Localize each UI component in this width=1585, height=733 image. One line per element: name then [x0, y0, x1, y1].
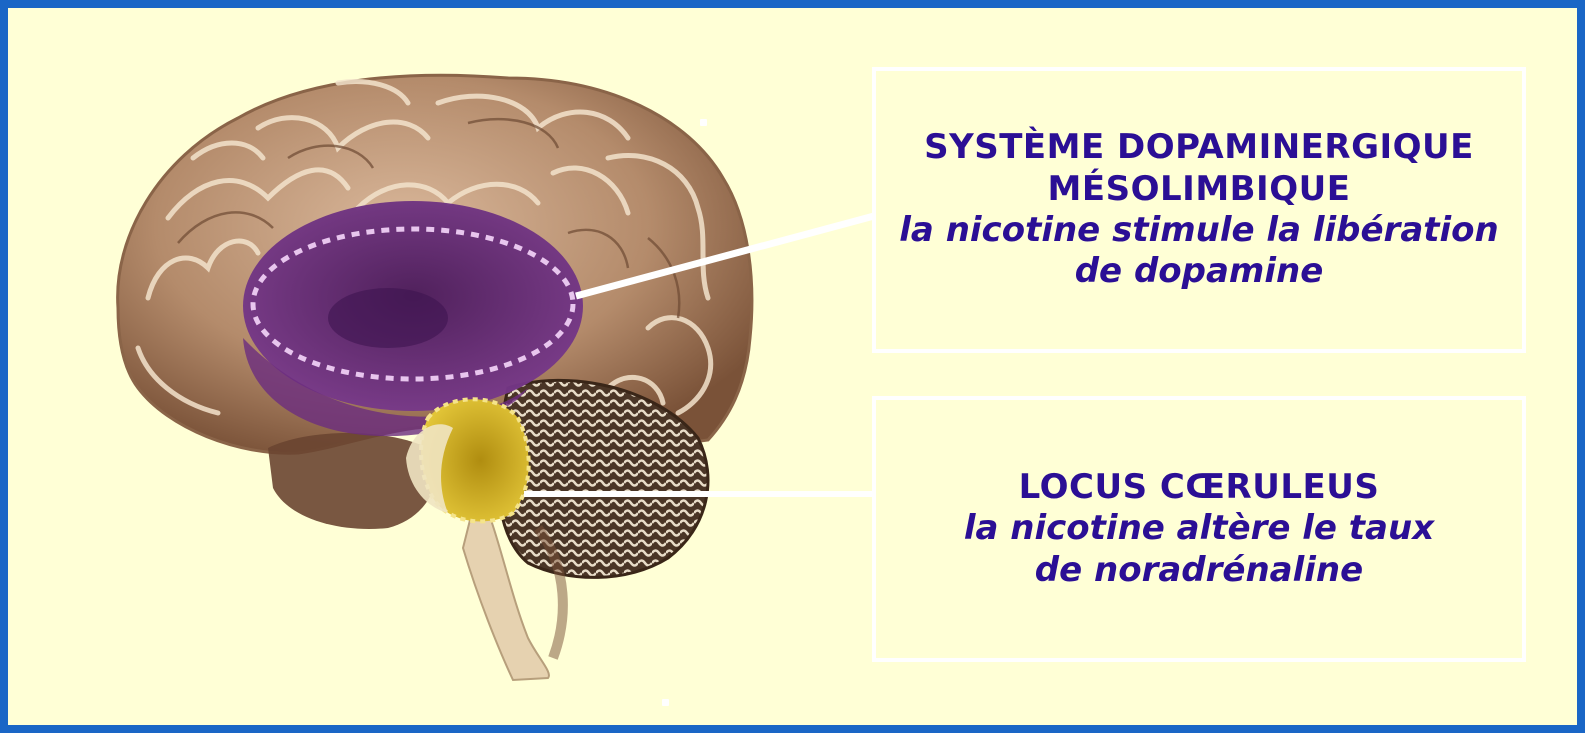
callout-title: LOCUS CŒRULEUS: [1019, 467, 1380, 508]
callout-description: de dopamine: [1075, 251, 1324, 292]
callout-title: MÉSOLIMBIQUE: [1048, 169, 1351, 210]
callout-title: SYSTÈME DOPAMINERGIQUE: [924, 127, 1474, 168]
callout-description: de noradrénaline: [1035, 550, 1363, 591]
callout-description: la nicotine stimule la libération: [899, 210, 1498, 251]
callout-dopaminergic-system: SYSTÈME DOPAMINERGIQUE MÉSOLIMBIQUE la n…: [872, 67, 1526, 353]
callout-locus-coeruleus: LOCUS CŒRULEUS la nicotine altère le tau…: [872, 396, 1526, 662]
slide-canvas: SYSTÈME DOPAMINERGIQUE MÉSOLIMBIQUE la n…: [8, 8, 1577, 725]
marker-dot: [700, 119, 707, 126]
marker-dot: [662, 699, 669, 706]
callout-description: la nicotine altère le taux: [964, 508, 1434, 549]
